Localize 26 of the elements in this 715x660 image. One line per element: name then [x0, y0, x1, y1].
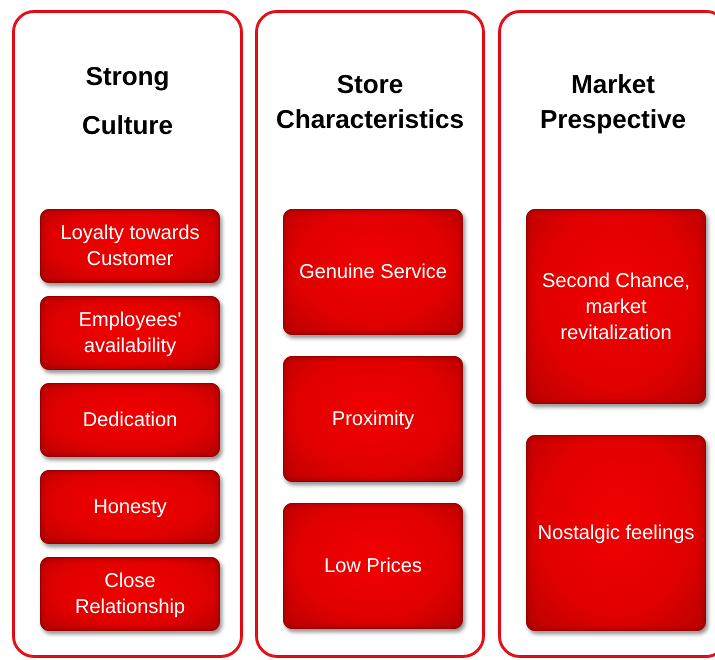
item-box: [283, 503, 463, 629]
item-box: [283, 356, 463, 482]
item-label: Honesty: [92, 495, 168, 520]
category-panel: [12, 10, 243, 658]
item-label: Dedication: [82, 408, 178, 433]
item-box: [40, 470, 220, 544]
category-heading: Market Prespective: [539, 68, 687, 136]
item-box: [40, 296, 220, 370]
item-label: Employees' availability: [78, 308, 182, 359]
item-label: Proximity: [330, 407, 416, 432]
category-heading: Strong Culture: [81, 60, 174, 142]
item-label: Genuine Service: [298, 260, 448, 285]
item-label: Nostalgic feelings: [536, 521, 696, 546]
item-box: [526, 209, 706, 404]
category-panel: [255, 10, 485, 658]
item-label: Close Relationship: [74, 569, 186, 620]
category-heading: Store Characteristics: [275, 68, 465, 136]
item-label: Second Chance, market revitalization: [541, 268, 691, 346]
item-box: [40, 383, 220, 457]
item-box: [40, 209, 220, 283]
item-label: Loyalty towards Customer: [60, 221, 200, 272]
item-label: Low Prices: [323, 554, 423, 579]
item-box: [526, 435, 706, 631]
item-box: [283, 209, 463, 335]
category-panel: [498, 10, 715, 658]
item-box: [40, 557, 220, 631]
